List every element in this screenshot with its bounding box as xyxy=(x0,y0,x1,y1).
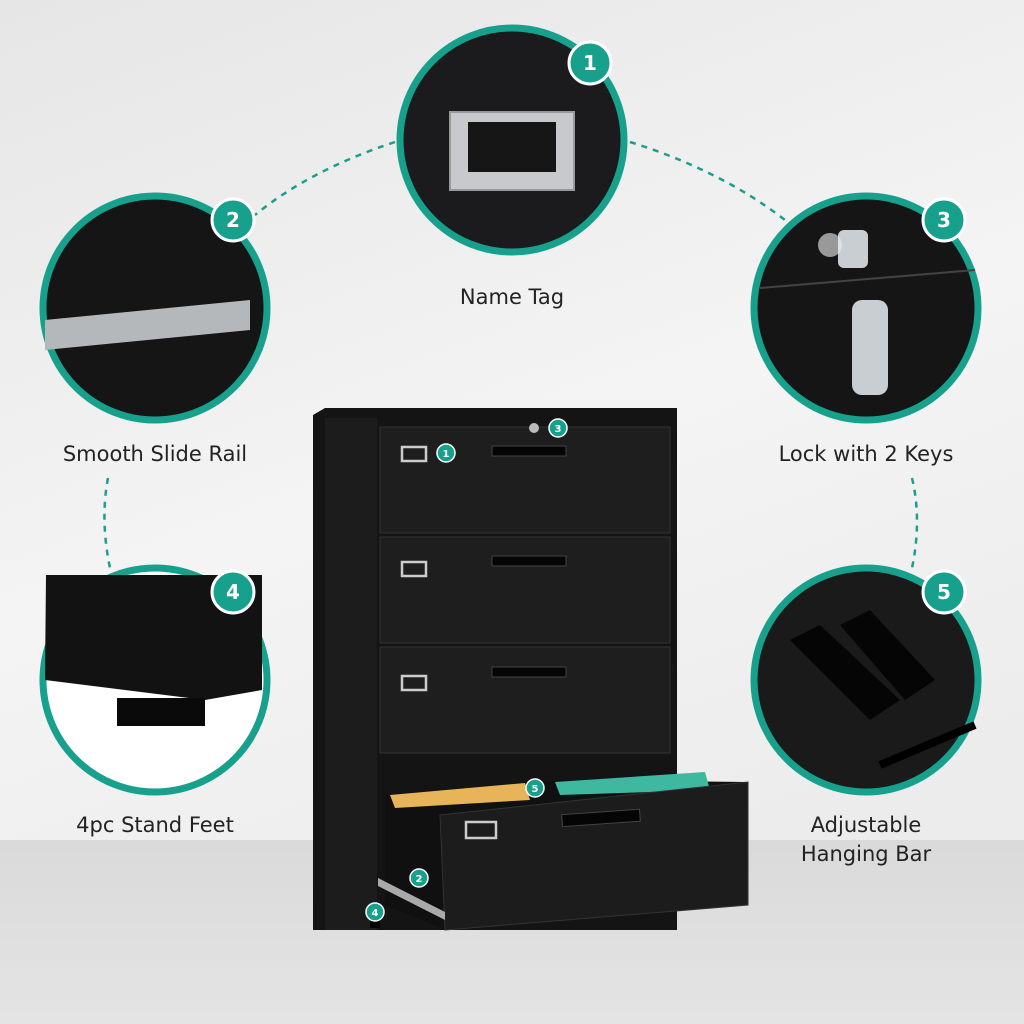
badge-4: 4 xyxy=(226,580,240,604)
cabinet-badge-2: 2 xyxy=(416,874,423,885)
cabinet-badge-4: 4 xyxy=(372,908,379,919)
label-slide-rail: Smooth Slide Rail xyxy=(62,442,248,466)
label-hanging-bar-line2: Hanging Bar xyxy=(800,842,932,866)
cabinet-badge-3: 3 xyxy=(555,424,562,435)
filing-cabinet xyxy=(313,408,749,931)
label-stand-feet: 4pc Stand Feet xyxy=(76,813,234,837)
cabinet-badge-numbers: 1 3 5 2 4 xyxy=(372,424,562,919)
feature-numbers: 1 2 3 4 5 xyxy=(226,51,951,604)
badge-5: 5 xyxy=(937,580,951,604)
cabinet-badge-1: 1 xyxy=(443,449,450,460)
detail-hanging-bar xyxy=(750,564,982,796)
badge-2: 2 xyxy=(226,208,240,232)
detail-name-tag xyxy=(396,24,628,256)
badge-1: 1 xyxy=(583,51,597,75)
label-name-tag: Name Tag xyxy=(459,285,565,309)
detail-slide-rail xyxy=(39,192,271,424)
cabinet-badge-5: 5 xyxy=(532,784,539,795)
detail-stand-feet xyxy=(39,564,271,796)
cabinet-badges xyxy=(365,418,568,922)
label-lock-keys: Lock with 2 Keys xyxy=(778,442,954,466)
badge-3: 3 xyxy=(937,208,951,232)
label-hanging-bar-line1: Adjustable xyxy=(810,813,922,837)
label-hanging-bar: Adjustable Hanging Bar xyxy=(716,811,1016,869)
detail-lock-keys xyxy=(750,192,982,424)
